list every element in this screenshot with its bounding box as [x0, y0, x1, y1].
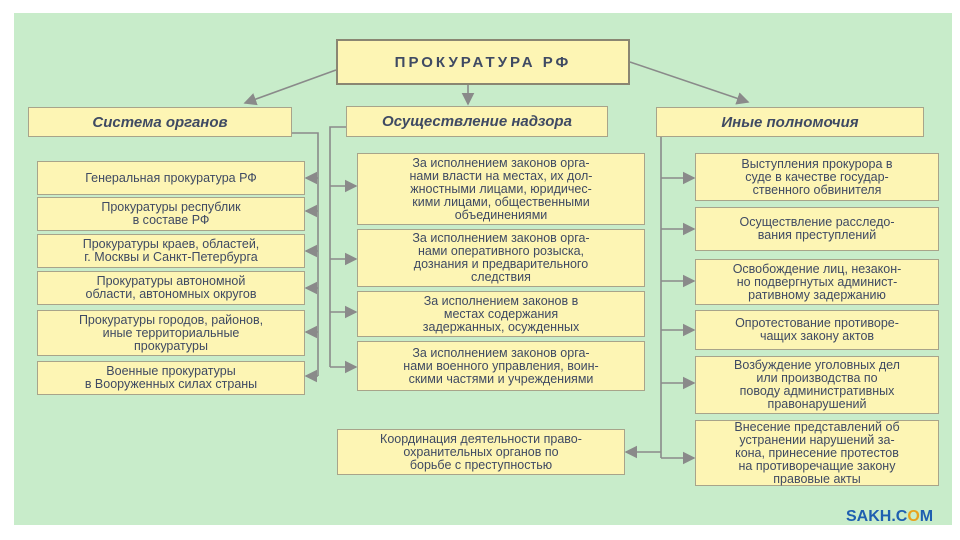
other-power-item: Внесение представлений об устранении нар…	[695, 420, 939, 486]
heading-other-powers: Иные полномочия	[656, 107, 924, 137]
system-item: Прокуратуры республик в составе РФ	[37, 197, 305, 231]
system-item: Прокуратуры краев, областей, г. Москвы и…	[37, 234, 305, 268]
arrow-title-to-other	[629, 61, 750, 105]
supervision-item: За исполнением законов в местах содержан…	[357, 291, 645, 337]
other-power-item: Осуществление расследо- вания преступлен…	[695, 207, 939, 251]
sakh-logo[interactable]: SAKH.COM	[846, 508, 934, 525]
system-spine	[292, 132, 319, 376]
supervision-item: За исполнением законов орга- нами военно…	[357, 341, 645, 391]
system-item: Прокуратуры городов, районов, иные терри…	[37, 310, 305, 356]
other-power-item: Освобождение лиц, незакон- но подвергнут…	[695, 259, 939, 305]
other-power-item: Опротестование противоре- чащих закону а…	[695, 310, 939, 350]
arrow-title-to-system	[243, 69, 337, 106]
system-item: Военные прокуратуры в Вооруженных силах …	[37, 361, 305, 395]
other-power-item: Выступления прокурора в суде в качестве …	[695, 153, 939, 201]
heading-supervision: Осуществление надзора	[346, 106, 608, 137]
coordination-box: Координация деятельности право- охраните…	[337, 429, 625, 475]
other-power-item: Возбуждение уголовных дел или производст…	[695, 356, 939, 414]
supervision-spine	[329, 126, 346, 367]
system-item: Прокуратуры автономной области, автономн…	[37, 271, 305, 305]
prosecutor-title: ПРОКУРАТУРА РФ	[336, 39, 630, 85]
supervision-item: За исполнением законов орга- нами власти…	[357, 153, 645, 225]
supervision-item: За исполнением законов орга- нами операт…	[357, 229, 645, 287]
system-item: Генеральная прокуратура РФ	[37, 161, 305, 195]
heading-system: Система органов	[28, 107, 292, 137]
